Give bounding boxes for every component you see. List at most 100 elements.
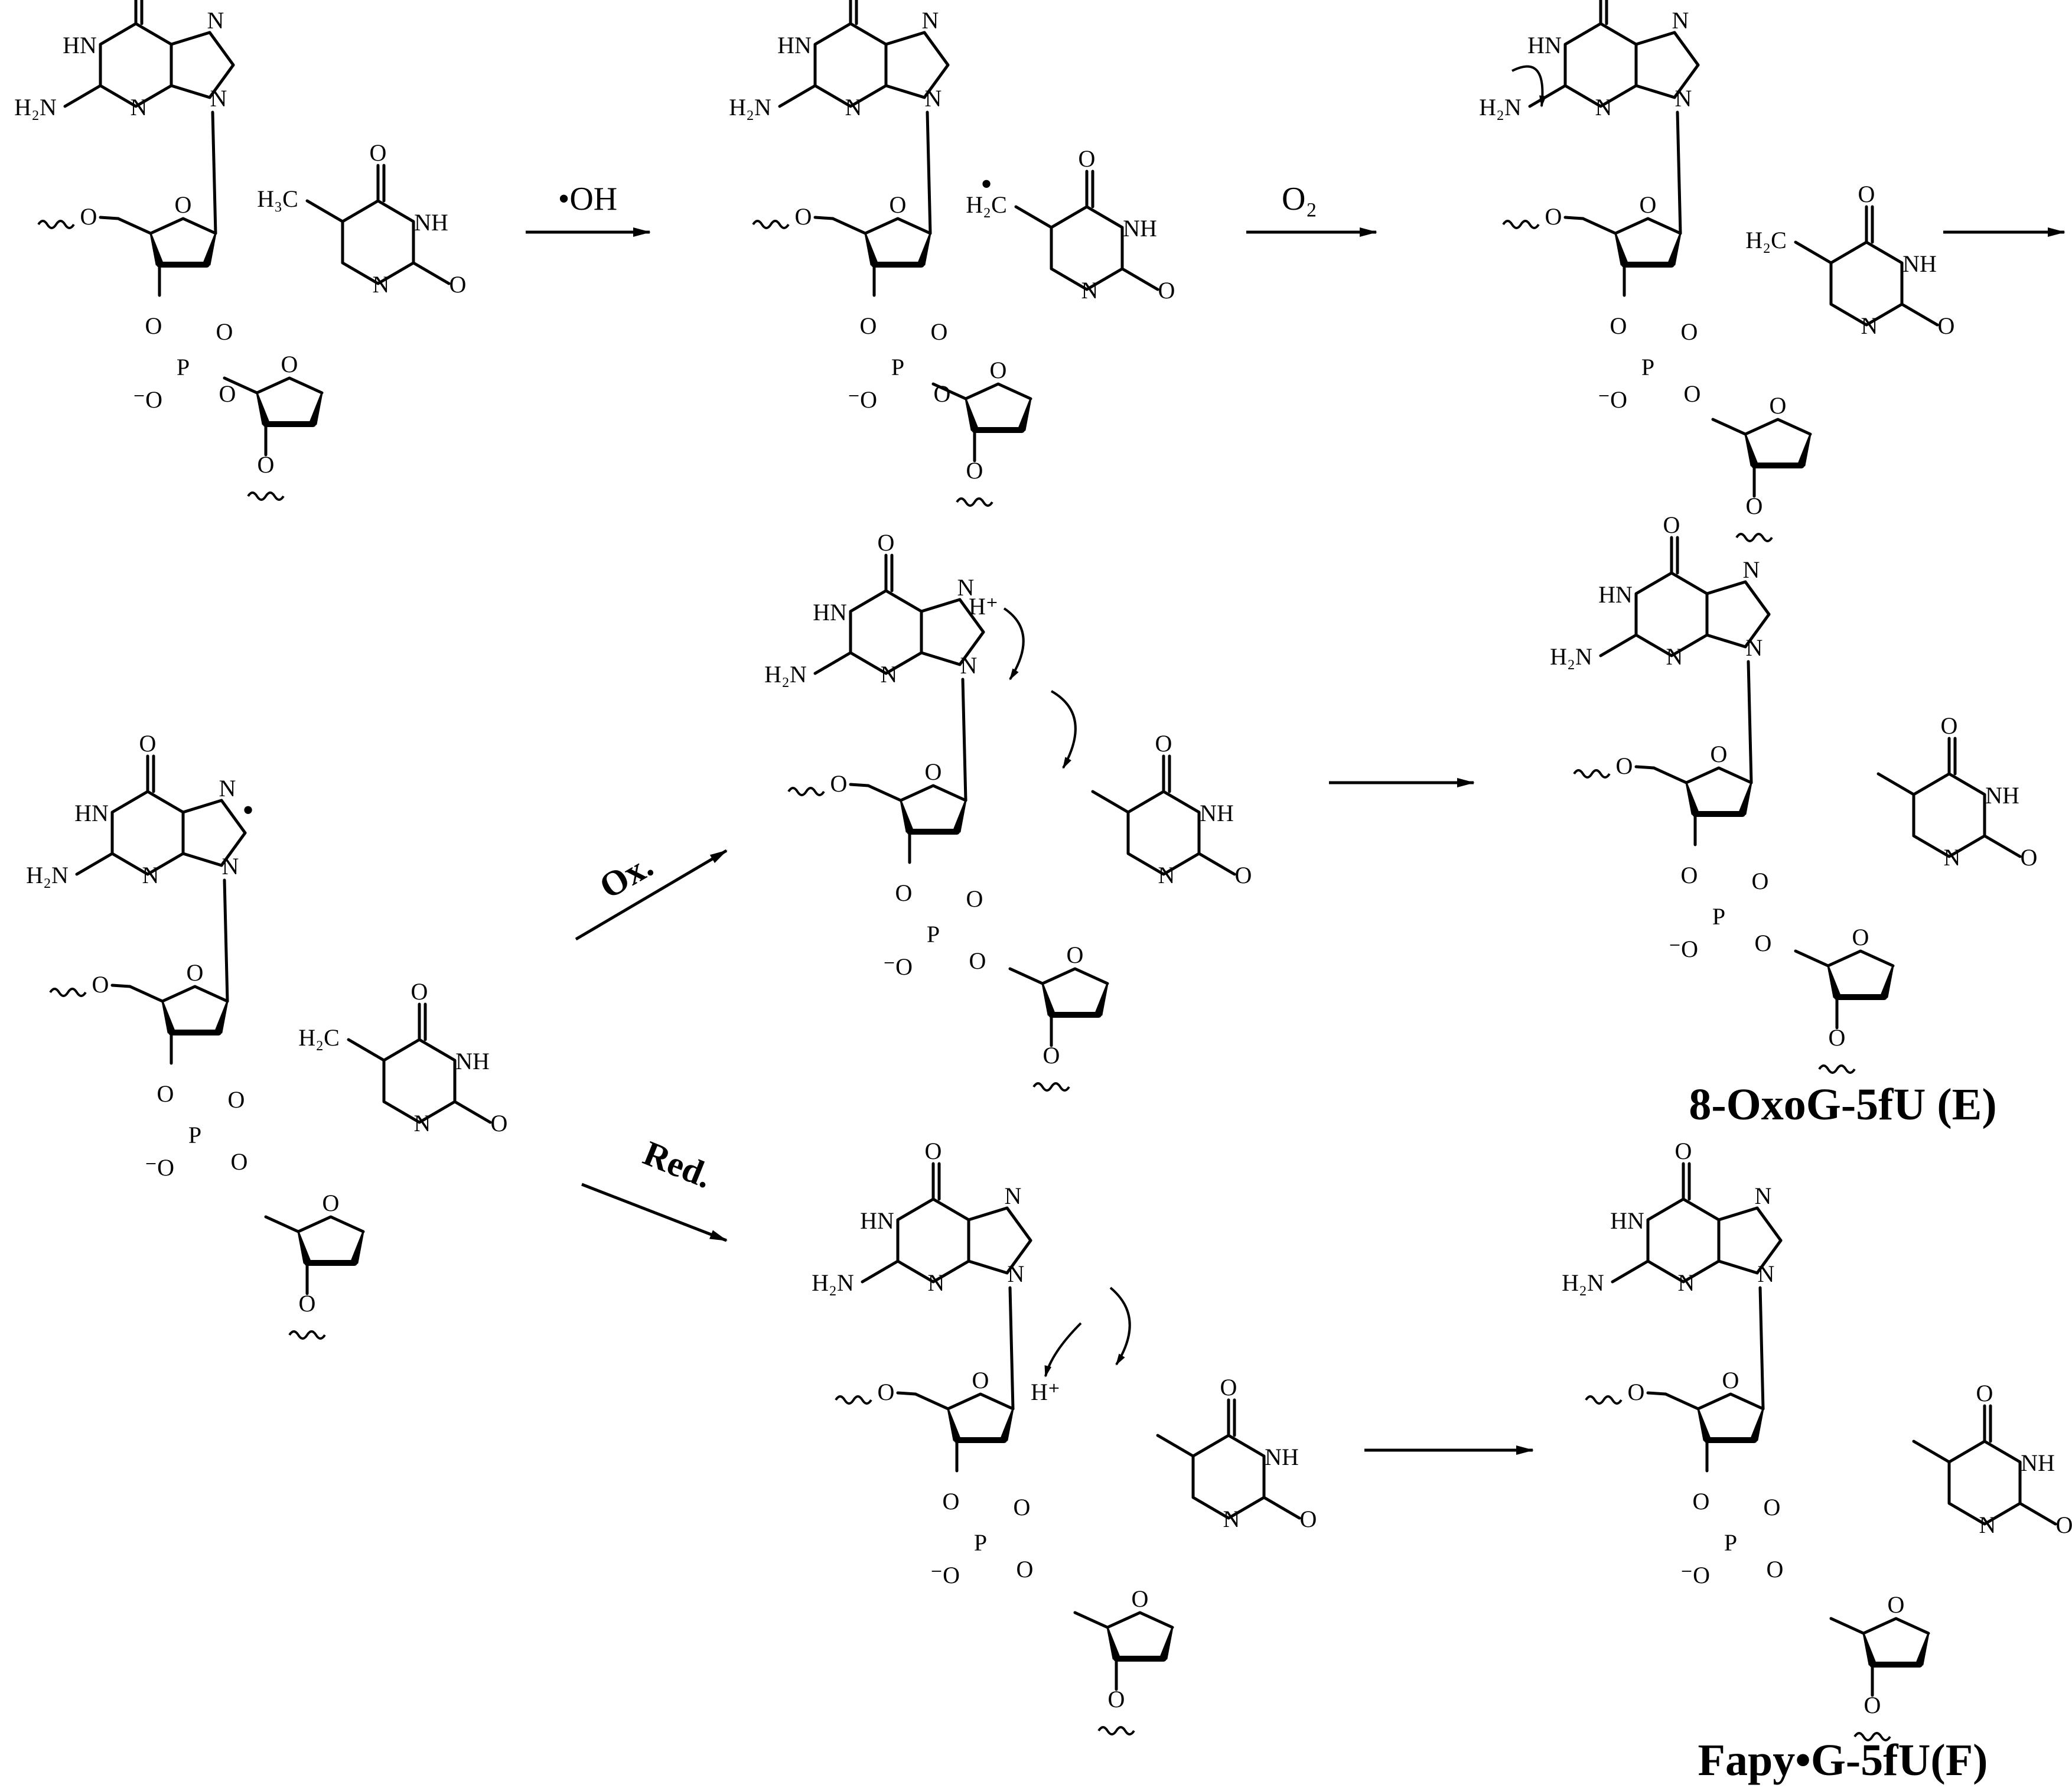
phosphate-bridge-oxygen: O <box>157 1080 174 1107</box>
reagent-hydroxyl-label: •OH <box>558 181 618 217</box>
glycosidic-bond <box>1008 1286 1015 1411</box>
pyrimidine-n3-label: NH <box>1200 800 1234 826</box>
pyrimidine-n3-label: NH <box>455 1048 490 1074</box>
pyrimidine-n3-label: NH <box>414 209 448 236</box>
strand-cut-wavy <box>1585 1395 1623 1405</box>
pyrimidine-c2-oxygen: O <box>1938 312 1955 339</box>
sugar-3prime-oxygen: O <box>1746 493 1763 519</box>
bond <box>1634 765 1656 770</box>
strand-cut-wavy <box>247 491 285 501</box>
guanine-n7-label: N <box>957 574 975 601</box>
pyrimidine-c4-oxygen: O <box>1858 181 1875 207</box>
pyrimidine-n3-label: NH <box>2021 1450 2055 1476</box>
radical-dot: • <box>980 166 992 203</box>
guanine-carbonyl-oxygen: O <box>878 529 895 556</box>
sugar-3prime-oxygen: O <box>966 457 983 484</box>
phosphoryl-oxygen: O <box>1014 1494 1031 1520</box>
pyrimidine-c2-oxygen: O <box>491 1110 508 1137</box>
pyrimidine-n1-label: N <box>1158 862 1175 888</box>
sugar-3prime-oxygen: O <box>1043 1042 1060 1069</box>
sugar-ring <box>916 1394 1013 1471</box>
phosphate-anion-oxygen: ⁻O <box>848 386 877 413</box>
sugar-ring <box>1654 768 1751 845</box>
sugar-ring-oxygen: O <box>1888 1591 1905 1618</box>
phosphorus-label: P <box>188 1122 201 1148</box>
sugar-ring <box>224 378 322 455</box>
pyrimidine-c4-oxygen: O <box>370 139 387 166</box>
strand-cut-wavy <box>1097 1726 1135 1735</box>
scheme-content: OHNNH₂NNNOOOPO⁻OOONHONH₃COOOHNNH₂NNNOOOP… <box>14 0 2072 1785</box>
sugar-ring-oxygen: O <box>1132 1585 1149 1612</box>
phosphorus-label: P <box>891 354 904 380</box>
pyrimidine-n3-label: NH <box>1902 250 1937 277</box>
sugar-ring <box>1010 969 1107 1046</box>
phosphate-ester-oxygen: O <box>1755 930 1772 956</box>
sugar-ring-oxygen: O <box>187 959 204 986</box>
bond <box>813 216 835 220</box>
strand-cut-wavy <box>1818 1064 1856 1074</box>
radical-dot: • <box>242 792 254 829</box>
guanine-n9-label: N <box>925 85 942 112</box>
sugar-ring <box>1075 1613 1172 1689</box>
pyrimidine-n1-label: N <box>1223 1506 1240 1532</box>
phosphate-anion-oxygen: ⁻O <box>133 386 162 413</box>
guanine-amine-label: H₂N <box>812 1269 854 1296</box>
strand-cut-wavy <box>1735 533 1773 542</box>
curved-arrow-proton <box>1003 607 1025 680</box>
reagent-oxygen-label: O₂ <box>1282 181 1317 217</box>
guanine-n1-label: HN <box>1610 1207 1644 1234</box>
guanine-n7-label: N <box>207 7 224 34</box>
phosphoryl-oxygen: O <box>931 318 948 345</box>
guanine-carbonyl-oxygen: O <box>1663 512 1680 538</box>
proton-label: H⁺ <box>969 593 998 620</box>
strand-cut-wavy <box>787 787 825 796</box>
guanine-n1-label: HN <box>63 32 97 58</box>
guanine-n1-label: HN <box>1598 581 1633 608</box>
bond <box>110 984 132 988</box>
glycosidic-bond <box>1747 660 1753 784</box>
guanine-n3-label: N <box>1678 1269 1695 1296</box>
guanine-amine-label: H₂N <box>1479 94 1522 121</box>
pyrimidine-n3-label: NH <box>1985 782 2019 809</box>
sugar-ring-oxygen: O <box>972 1367 989 1393</box>
sugar-ring-oxygen: O <box>281 351 298 377</box>
phosphate-bridge-oxygen: O <box>145 312 162 339</box>
pyrimidine-n1-label: N <box>1861 312 1878 339</box>
glycosidic-bond <box>211 110 217 235</box>
glycosidic-bond <box>961 678 967 802</box>
sugar-ring-oxygen: O <box>1640 191 1657 218</box>
sugar-5prime-oxygen: O <box>1628 1379 1645 1405</box>
pyrimidine-c2-oxygen: O <box>1235 862 1252 888</box>
guanine-n1-label: HN <box>813 599 847 626</box>
phosphoryl-oxygen: O <box>216 318 233 345</box>
phosphate-bridge-oxygen: O <box>1610 312 1627 339</box>
product-label-fapyg-5fu: Fapy•G-5fU(F) <box>1698 1735 1988 1785</box>
guanine-n9-label: N <box>1758 1261 1775 1287</box>
curved-arrow-peroxide-red <box>1109 1287 1131 1366</box>
phosphorus-label: P <box>974 1529 987 1556</box>
phosphoryl-oxygen: O <box>1752 868 1769 894</box>
pyrimidine-c2-oxygen: O <box>449 271 467 298</box>
sugar-ring <box>118 219 216 295</box>
methyl-group-label: H₂C <box>1745 227 1787 253</box>
reagent-reduction-label: Red. <box>638 1134 717 1196</box>
guanine-n1-label: HN <box>777 32 812 58</box>
sugar-ring <box>1666 1394 1763 1471</box>
sugar-ring <box>266 1217 363 1294</box>
methyl-group-label: H₂C <box>298 1024 340 1051</box>
guanine-n3-label: N <box>142 862 159 888</box>
guanine-n3-label: N <box>881 661 898 688</box>
guanine-n7-label: N <box>1672 7 1689 34</box>
sugar-5prime-oxygen: O <box>92 971 109 998</box>
glycosidic-bond <box>1676 110 1682 235</box>
pyrimidine-c4-oxygen: O <box>1941 712 1958 739</box>
proton-label: H⁺ <box>1031 1379 1060 1405</box>
sugar-3prime-oxygen: O <box>1864 1692 1881 1718</box>
guanine-n1-label: HN <box>860 1207 894 1234</box>
guanine-n9-label: N <box>1008 1261 1025 1287</box>
phosphorus-label: P <box>927 921 940 947</box>
